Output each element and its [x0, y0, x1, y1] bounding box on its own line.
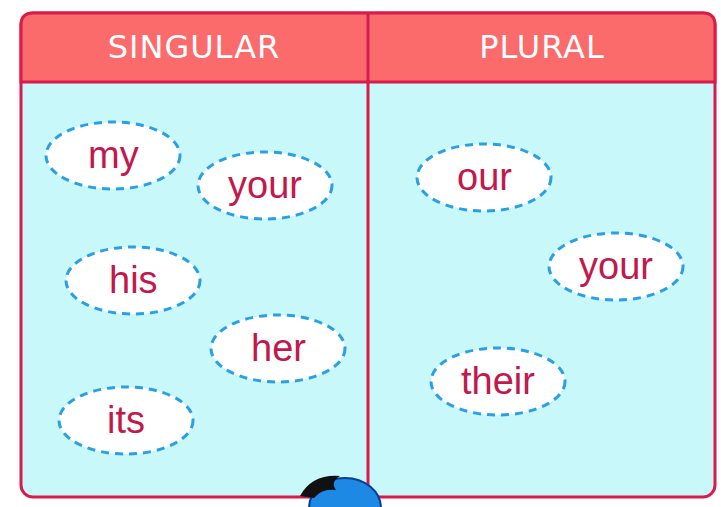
pronoun-oval: your	[195, 149, 335, 222]
pronoun-column: PLURAL our your their	[368, 12, 716, 497]
pronoun-oval: its	[56, 384, 196, 457]
column-header: SINGULAR	[20, 12, 368, 82]
pronoun-word: your	[579, 246, 653, 288]
pronoun-oval: her	[208, 312, 348, 385]
pronoun-word: its	[107, 400, 145, 442]
pronoun-oval: their	[428, 345, 568, 418]
pronoun-word: her	[251, 328, 306, 370]
pronoun-word: our	[457, 157, 512, 199]
pronoun-oval: your	[546, 230, 686, 303]
pronoun-word: my	[88, 135, 139, 177]
pronoun-oval: my	[43, 119, 183, 192]
pronoun-column: SINGULAR my your his her its	[20, 12, 368, 497]
pronoun-oval: our	[414, 141, 554, 214]
pronoun-word: your	[228, 165, 302, 207]
pronoun-word: his	[109, 260, 158, 302]
pronoun-word: their	[461, 361, 535, 403]
column-header: PLURAL	[368, 12, 716, 82]
pronoun-oval: his	[63, 244, 203, 317]
